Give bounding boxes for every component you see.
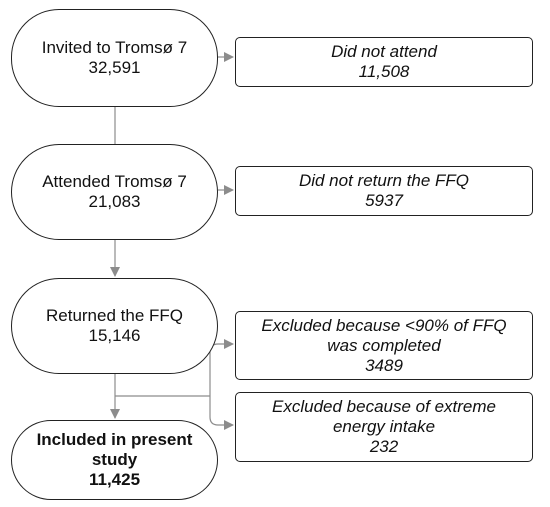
arrow-to-excluded-incomplete: [209, 339, 234, 396]
step-attended: Attended Tromsø 7 21,083: [11, 144, 218, 240]
arrow-to-excluded-energy: [209, 396, 234, 430]
exclusion-did-not-attend-count: 11,508: [358, 62, 410, 81]
step-invited: Invited to Tromsø 7 32,591: [11, 9, 218, 107]
exclusion-did-not-return-count: 5937: [365, 191, 403, 210]
exclusion-did-not-return: Did not return the FFQ 5937: [235, 166, 533, 216]
exclusion-incomplete-ffq-label-line1: Excluded because <90% of FFQ: [261, 315, 507, 335]
step-attended-label: Attended Tromsø 7: [42, 172, 187, 191]
exclusion-did-not-attend: Did not attend 11,508: [235, 37, 533, 87]
step-included-label-line1: Included in present: [36, 430, 193, 449]
step-attended-count: 21,083: [88, 192, 141, 211]
step-returned: Returned the FFQ 15,146: [11, 278, 218, 374]
exclusion-incomplete-ffq-label-line2: was completed: [327, 335, 441, 355]
step-included: Included in present study 11,425: [11, 420, 218, 500]
step-returned-label: Returned the FFQ: [45, 306, 183, 325]
exclusion-did-not-attend-label: Did not attend: [331, 42, 437, 61]
exclusion-incomplete-ffq-count: 3489: [365, 355, 403, 375]
step-included-label-line2: study: [91, 450, 138, 469]
exclusion-extreme-energy-label-line2: energy intake: [332, 417, 436, 436]
exclusion-incomplete-ffq: Excluded because <90% of FFQ was complet…: [235, 311, 533, 380]
exclusion-did-not-return-label: Did not return the FFQ: [298, 171, 470, 190]
exclusion-extreme-energy-count: 232: [369, 437, 399, 456]
step-returned-count: 15,146: [88, 326, 141, 345]
step-invited-label: Invited to Tromsø 7: [41, 38, 188, 57]
exclusion-extreme-energy: Excluded because of extreme energy intak…: [235, 392, 533, 462]
step-invited-count: 32,591: [88, 58, 141, 77]
step-included-count: 11,425: [88, 470, 141, 489]
exclusion-extreme-energy-label-line1: Excluded because of extreme: [272, 397, 496, 416]
